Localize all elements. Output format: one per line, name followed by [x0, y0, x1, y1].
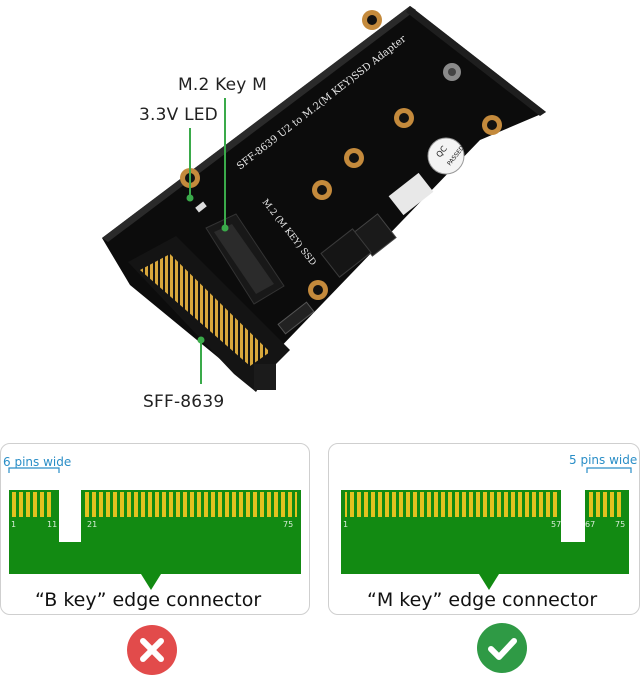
sff-leader-dot: [197, 336, 205, 344]
m-key-connector-diagram: [341, 467, 632, 590]
b-key-width-note: 6 pins wide: [3, 455, 72, 469]
board-components: [195, 172, 434, 335]
qc-passed-sticker: [427, 137, 465, 175]
checkmark-icon: [477, 623, 527, 673]
sff-8639-connector: [128, 236, 290, 392]
callout-3v3-led: 3.3V LED: [139, 105, 218, 125]
b-key-pin-1: 1: [11, 520, 17, 529]
b-key-panel: 6 pins wide 1 11 21 75 “B key” edge conn…: [0, 443, 310, 615]
mounting-holes: [180, 10, 502, 300]
b-key-pin-21: 21: [87, 520, 98, 529]
m-key-pin-67: 67: [585, 520, 596, 529]
m-key-pin-1: 1: [343, 520, 349, 529]
m-key-panel: 5 pins wide 1 57 67 75 “M key” edge conn…: [328, 443, 640, 615]
m-key-pin-57: 57: [551, 520, 562, 529]
led-leader-dot: [186, 194, 194, 202]
m-key-pin-75: 75: [615, 520, 626, 529]
m-key-caption: “M key” edge connector: [367, 589, 598, 611]
m-key-width-note: 5 pins wide: [569, 453, 638, 467]
cross-glyph-icon: [140, 638, 164, 662]
callout-sff-8639: SFF-8639: [143, 392, 225, 412]
b-key-connector-diagram: [8, 467, 301, 590]
adapter-board-photo: SFF-8639 U2 to M.2(M KEY)SSD Adapter M.2…: [102, 6, 546, 392]
callout-m2-key-m: M.2 Key M: [178, 75, 267, 95]
b-key-pin-11: 11: [47, 520, 58, 529]
b-key-pin-75: 75: [283, 520, 294, 529]
b-key-caption: “B key” edge connector: [35, 589, 262, 611]
check-glyph-icon: [488, 638, 517, 660]
m2-leader-dot: [221, 224, 229, 232]
cross-icon: [127, 625, 177, 675]
